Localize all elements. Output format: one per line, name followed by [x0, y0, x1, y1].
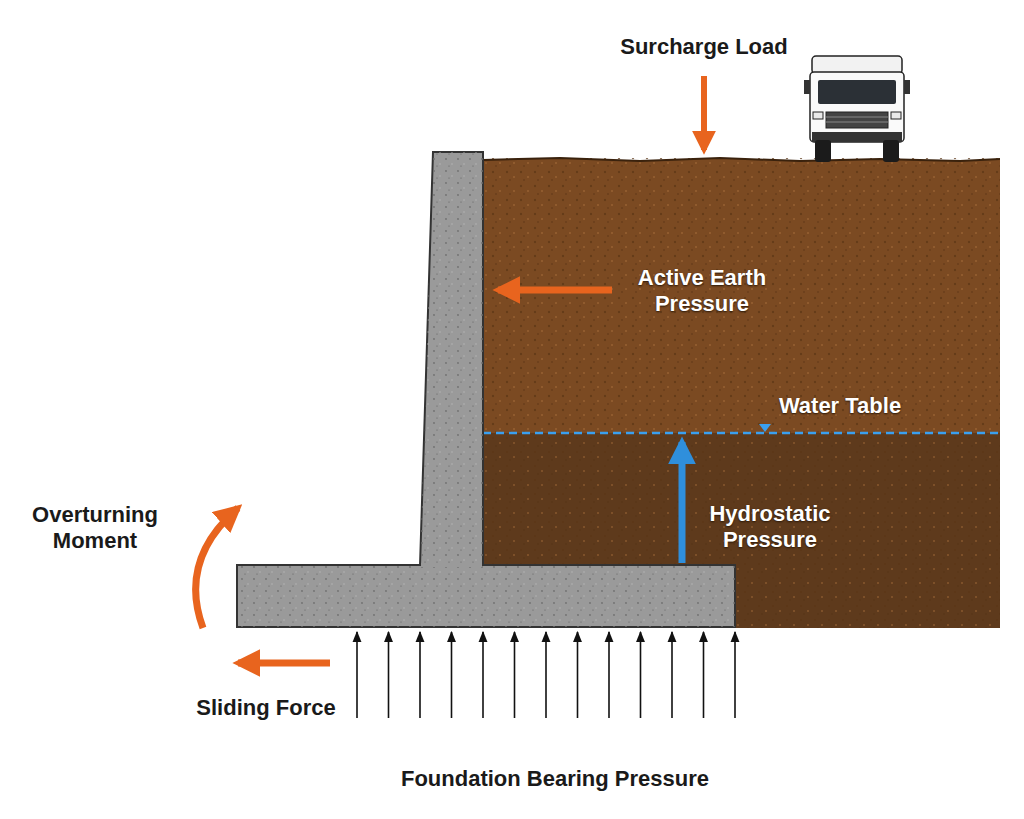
art-part: [815, 140, 831, 162]
art-part: [883, 140, 899, 162]
bearing-arrow: [514, 632, 516, 718]
force-label: Active Earth Pressure: [615, 265, 790, 318]
art-part: [813, 112, 823, 119]
bearing-arrow: [545, 632, 547, 718]
sliding-arrow: [238, 660, 330, 667]
bearing-arrow: [419, 632, 421, 718]
bearing-arrow: [451, 632, 453, 718]
bearing-arrow: [577, 632, 579, 718]
art-part: [818, 80, 896, 104]
soil-texture: [483, 158, 1000, 433]
concrete-texture: [420, 152, 483, 566]
ground-surface: [483, 158, 1000, 161]
force-label: Water Table: [765, 393, 915, 419]
art-part: [826, 112, 888, 128]
earth-pressure-arrow: [498, 287, 612, 294]
force-label: Surcharge Load: [584, 34, 824, 60]
truck-icon: [804, 56, 910, 162]
wall-stem: [420, 152, 483, 566]
concrete-texture: [237, 565, 735, 627]
water-table-line: [483, 432, 1000, 435]
bearing-arrow: [640, 632, 642, 718]
hydrostatic-arrow: [679, 442, 686, 563]
soil-dry: [483, 158, 1000, 433]
bearing-arrow: [703, 632, 705, 718]
bearing-arrow: [482, 632, 484, 718]
water-table-symbol: [759, 424, 771, 432]
force-label: Foundation Bearing Pressure: [355, 766, 755, 792]
art-part: [826, 117, 888, 118]
art-part: [826, 122, 888, 123]
art-part: [804, 80, 810, 94]
art-part: [904, 80, 910, 94]
overturning-arrow: [196, 508, 238, 628]
bearing-arrow: [356, 632, 358, 718]
force-label: Overturning Moment: [15, 502, 175, 555]
stem-joint: [421, 563, 482, 567]
bearing-arrows: [357, 632, 735, 718]
force-label: Hydrostatic Pressure: [690, 501, 850, 554]
bearing-arrow: [734, 632, 736, 718]
force-label: Sliding Force: [176, 695, 356, 721]
bearing-arrow: [671, 632, 673, 718]
bearing-arrow: [388, 632, 390, 718]
wall-base: [237, 565, 735, 627]
bearing-arrow: [608, 632, 610, 718]
art-part: [810, 72, 904, 142]
surcharge-arrow: [701, 76, 707, 150]
art-part: [891, 112, 901, 119]
